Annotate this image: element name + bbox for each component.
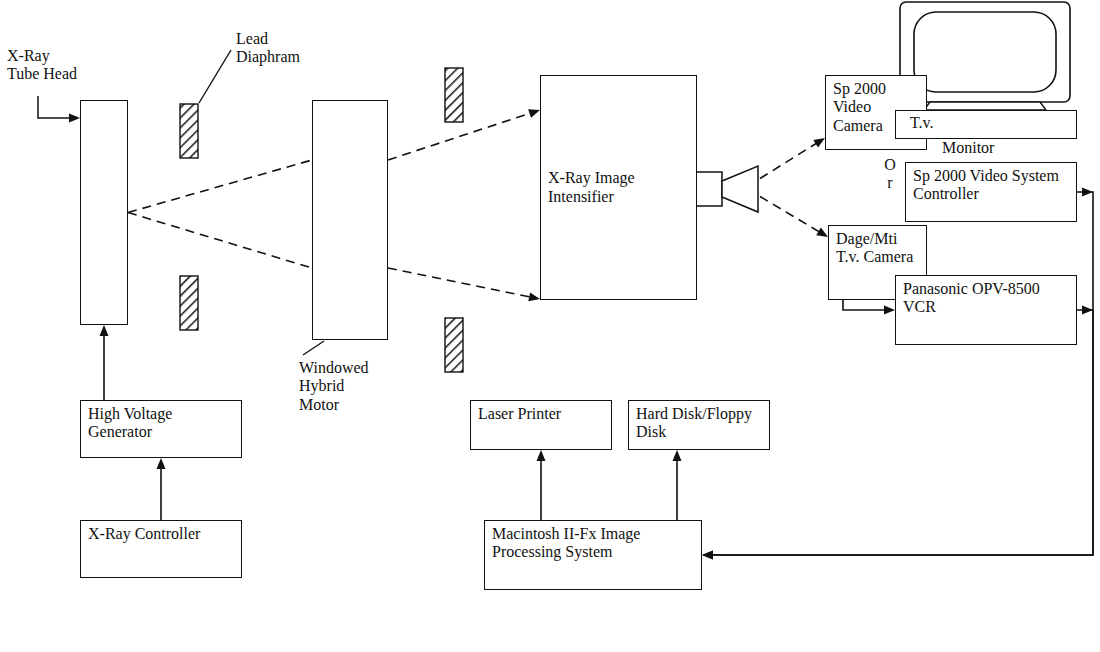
connector [388,109,540,301]
arrowhead [702,551,713,560]
box-text: Macintosh II-Fx Image Processing System [485,521,701,566]
connector [100,325,109,400]
connector [157,458,166,520]
or-label: Or [882,156,898,191]
wire [676,458,678,520]
arrowhead [702,551,713,560]
wire [710,192,1093,555]
beam-line [128,160,312,213]
box-text: Hard Disk/Floppy Disk [629,401,769,446]
part-label: Windowed Hybrid Motor [299,359,383,414]
beam-line [388,268,532,297]
box-text: X-Ray Image Intensifier [541,165,696,210]
connector [760,197,828,238]
box-text: T.v. [896,111,1076,135]
vcr-box: Panasonic OPV-8500 VCR [895,275,1077,345]
monitor-base-box: T.v. [895,110,1077,139]
box-text: Dage/Mti T.v. Camera [829,226,926,271]
arrowhead [673,450,682,461]
wire [843,300,887,310]
leader-line [38,96,70,118]
arrowhead [528,109,540,118]
arrowhead [816,228,828,238]
box-text: Laser Printer [471,401,611,427]
connector [673,450,682,520]
part-label: X-Ray Tube Head [7,47,79,84]
wire [103,333,105,400]
printer-box: Laser Printer [470,400,612,450]
arrowhead [1082,188,1093,197]
motor-box: Windowed Hybrid Motor [312,100,388,340]
arrowhead [813,138,825,148]
connector [843,300,895,315]
beam-line [760,197,821,233]
arrowhead [1082,306,1093,315]
part-label: Monitor [942,139,1022,157]
connector [537,450,546,520]
monitor-screen [914,12,1056,92]
beam-line [128,213,312,269]
monitor-stand [924,102,1046,110]
arrowhead [69,114,80,123]
part-label: Lead Diaphram [236,30,316,67]
wire [540,458,542,520]
box-text: Sp 2000 Video System Controller [906,163,1076,208]
arrowhead [100,325,109,336]
computer-box: Macintosh II-Fx Image Processing System [484,520,702,590]
controller-box: Sp 2000 Video System Controller [905,162,1077,222]
beam-line [760,142,818,178]
wire [160,466,162,520]
tube-head-box: X-Ray Tube Head [80,100,128,325]
arrowhead [884,306,895,315]
storage-box: Hard Disk/Floppy Disk [628,400,770,450]
camera-coupler [696,172,722,206]
lead-diaphragm [445,68,463,122]
generator-box: High Voltage Generator [80,400,242,458]
box-text: High Voltage Generator [81,401,241,446]
arrowhead [528,292,540,301]
connector [760,138,825,179]
intensifier-box: X-Ray Image Intensifier [540,75,697,300]
box-text: X-Ray Controller [81,521,241,547]
lead-diaphragm [180,276,198,330]
arrowhead [157,458,166,469]
lead-diaphragm [180,104,198,158]
leader-line [199,50,231,103]
connector [702,188,1093,560]
lead-diaphragm [445,318,463,372]
camera-lens [722,166,758,212]
leader-line [303,341,324,355]
arrowhead [537,450,546,461]
beam-line [388,113,532,161]
connector [128,160,312,268]
box-text: Panasonic OPV-8500 VCR [896,276,1076,321]
controller-box: X-Ray Controller [80,520,242,578]
